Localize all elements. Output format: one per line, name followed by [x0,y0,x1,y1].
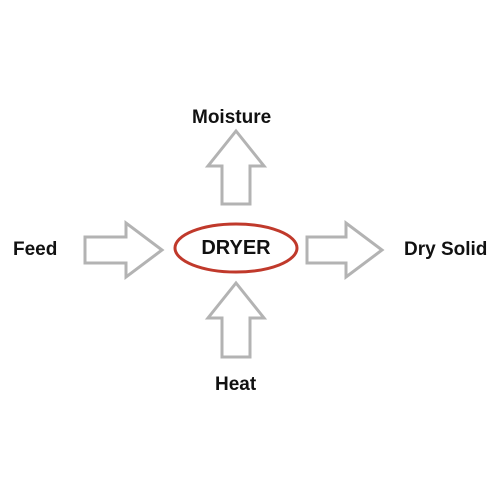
dryer-label: DRYER [201,236,271,259]
moisture-label: Moisture [192,107,272,128]
moisture-output-arrow [204,128,268,206]
dryer-ellipse [173,222,299,274]
dry-solid-label: Dry Solid [404,239,488,260]
feed-label: Feed [13,239,58,260]
feed-input-arrow [83,220,165,280]
heat-input-arrow [204,280,268,359]
heat-label: Heat [215,374,257,395]
dry-solid-output-arrow [305,220,385,280]
